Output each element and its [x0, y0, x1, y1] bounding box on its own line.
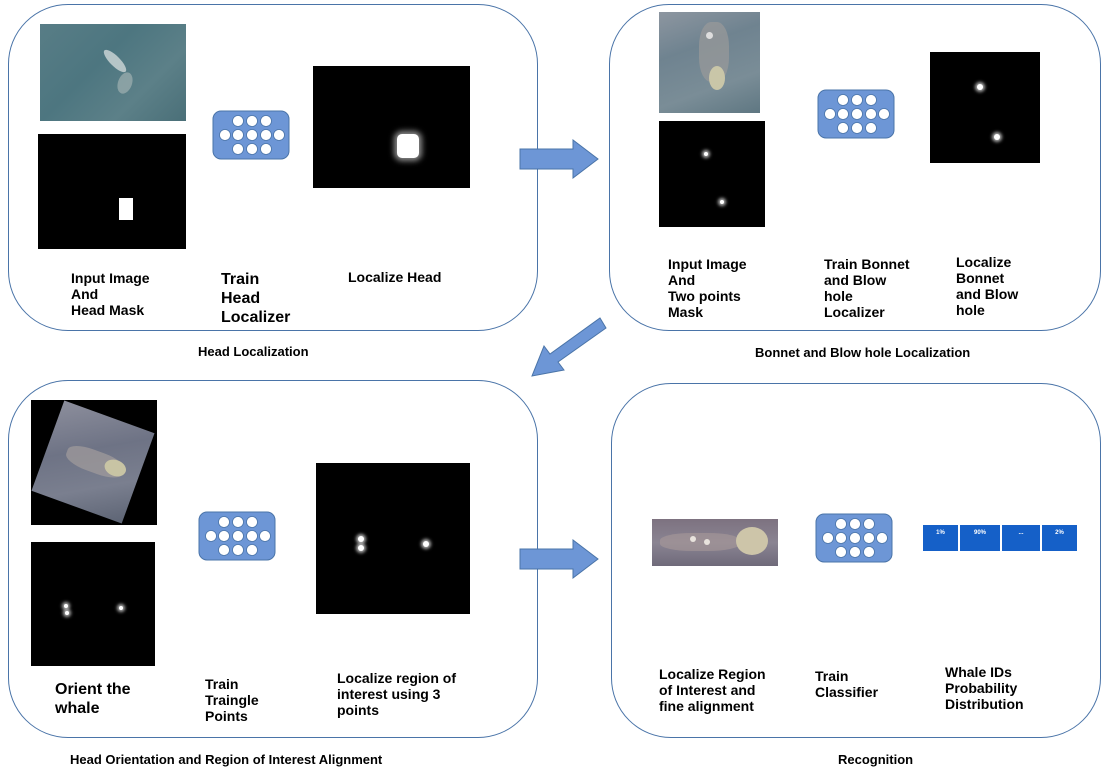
neural-network-icon: [212, 110, 290, 160]
oriented-whale-image: [31, 400, 157, 525]
stage1-train-label: Train Head Localizer: [221, 271, 291, 326]
stage4-input-label: Localize Region of Interest and fine ali…: [659, 666, 766, 714]
stage3-input-label: Orient the whale: [55, 681, 131, 717]
down-left-arrow-icon: [531, 317, 607, 377]
probability-cell: 2%: [1042, 525, 1077, 551]
stage3-output-label: Localize region of interest using 3 poin…: [337, 670, 457, 718]
neural-network-icon: [817, 89, 895, 139]
stage1-output-label: Localize Head: [348, 269, 442, 285]
localized-roi-output: [316, 463, 470, 614]
neural-network-icon: [815, 513, 893, 563]
probability-cell: ...: [1002, 525, 1040, 551]
stage4-train-label: Train Classifier: [815, 668, 879, 700]
stage4-caption: Recognition: [838, 752, 914, 767]
stage4-output-label: Whale IDs Probability Distribution: [945, 664, 1024, 712]
stage3-caption: Head Orientation and Region of Interest …: [70, 752, 383, 767]
stage2-output-label: Localize Bonnet and Blow hole: [956, 254, 1019, 318]
localized-bonnet-blowhole-output: [930, 52, 1040, 163]
whale-head-image: [659, 12, 760, 113]
two-points-mask-image: [659, 121, 765, 227]
head-mask-image: [38, 134, 186, 249]
stage3-train-label: Train Traingle Points: [205, 676, 259, 724]
stage1-caption: Head Localization: [198, 344, 309, 359]
right-arrow-icon: [519, 538, 599, 580]
stage2-caption: Bonnet and Blow hole Localization: [755, 345, 971, 360]
probability-cell: 90%: [960, 525, 1000, 551]
stage2-input-label: Input Image And Two points Mask: [668, 256, 747, 320]
stage2-train-label: Train Bonnet and Blow hole Localizer: [824, 256, 910, 320]
probability-cell: 1%: [923, 525, 958, 551]
triangle-points-mask-image: [31, 542, 155, 666]
aligned-roi-image: [652, 519, 778, 566]
localized-head-output: [313, 66, 470, 188]
whale-aerial-image: [40, 24, 186, 121]
probability-distribution-table: 1% 90% ... 2%: [923, 525, 1077, 551]
neural-network-icon: [198, 511, 276, 561]
right-arrow-icon: [519, 138, 599, 180]
stage1-input-label: Input Image And Head Mask: [71, 270, 150, 318]
